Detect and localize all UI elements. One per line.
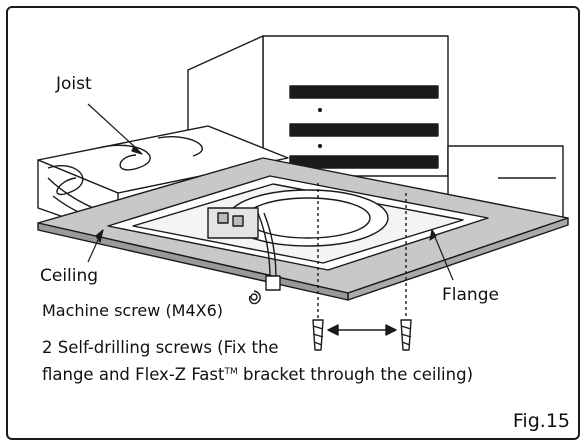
self-drilling-line-2b: bracket through the ceiling) (237, 365, 474, 384)
leader-lines (87, 103, 454, 281)
joist-slat (289, 85, 439, 99)
flange-label: Flange (442, 285, 499, 305)
figure-frame: Joist Ceiling Machine screw (M4X6) Flang… (6, 6, 580, 440)
machine-screw-part (248, 275, 281, 305)
screw-guides (317, 183, 407, 318)
self-drilling-screws-label: 2 Self-drilling screws (Fix the flange a… (42, 336, 473, 387)
fan-housing (207, 189, 389, 279)
machine-screw-label: Machine screw (M4X6) (42, 301, 224, 320)
self-drilling-line-1: 2 Self-drilling screws (Fix the (42, 338, 279, 357)
figure-label: Fig.15 (512, 410, 570, 432)
self-drilling-screws (312, 319, 412, 351)
joist-slat (289, 155, 439, 169)
self-drilling-line-2a: flange and Flex-Z Fast (42, 365, 225, 384)
joist-slat (289, 123, 439, 137)
joist-label: Joist (56, 74, 92, 94)
ceiling-label: Ceiling (40, 266, 99, 286)
installation-illustration (37, 35, 569, 351)
self-drilling-line-2: flange and Flex-Z FastTM bracket through… (42, 360, 473, 387)
trademark-mark: TM (224, 367, 238, 377)
